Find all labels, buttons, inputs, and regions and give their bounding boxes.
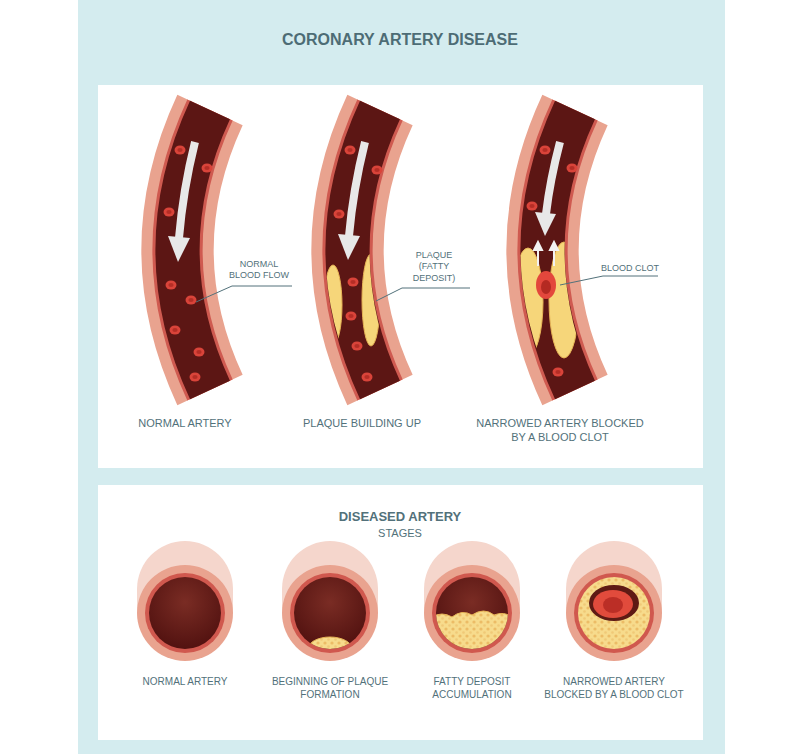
normal-section xyxy=(137,541,233,661)
stage-caption: BEGINNING OF PLAQUE FORMATION xyxy=(265,676,395,701)
title: CORONARY ARTERY DISEASE xyxy=(150,30,650,50)
callout-label: NORMAL BLOOD FLOW xyxy=(226,259,292,282)
stage-caption: NORMAL ARTERY xyxy=(120,676,250,689)
plaque xyxy=(513,242,579,358)
flow-arrowhead xyxy=(168,236,190,262)
fatty-section xyxy=(424,541,520,661)
flow-arrowhead xyxy=(338,234,360,260)
backflow-arrows xyxy=(534,242,558,266)
stage-caption: FATTY DEPOSIT ACCUMULATION xyxy=(407,676,537,701)
background-band xyxy=(78,0,725,754)
callout-label: PLAQUE (FATTY DEPOSIT) xyxy=(400,250,468,284)
blocked-section xyxy=(566,541,662,661)
flow-arrow xyxy=(179,142,195,238)
plaque-artery xyxy=(324,110,383,390)
blocked-artery xyxy=(513,110,579,390)
stage-caption: PLAQUE BUILDING UP xyxy=(287,417,437,431)
bottom-panel xyxy=(98,485,703,740)
early-plaque-section xyxy=(282,541,378,661)
flow-arrow xyxy=(546,142,560,214)
top-panel xyxy=(98,85,703,468)
stage-caption: NARROWED ARTERY BLOCKED BY A BLOOD CLOT xyxy=(472,417,648,445)
panel-subheading: STAGES xyxy=(250,527,550,541)
stage-caption: NARROWED ARTERY BLOCKED BY A BLOOD CLOT xyxy=(538,676,690,701)
flow-arrow xyxy=(349,142,365,236)
blood-clot xyxy=(536,271,556,299)
cross-sections xyxy=(137,541,662,661)
plaque xyxy=(324,254,380,346)
normal-artery xyxy=(164,110,213,390)
flow-arrowhead xyxy=(535,212,556,236)
stage-caption: NORMAL ARTERY xyxy=(110,417,260,431)
callout-label: BLOOD CLOT xyxy=(601,263,661,274)
panel-heading: DISEASED ARTERY xyxy=(250,509,550,525)
